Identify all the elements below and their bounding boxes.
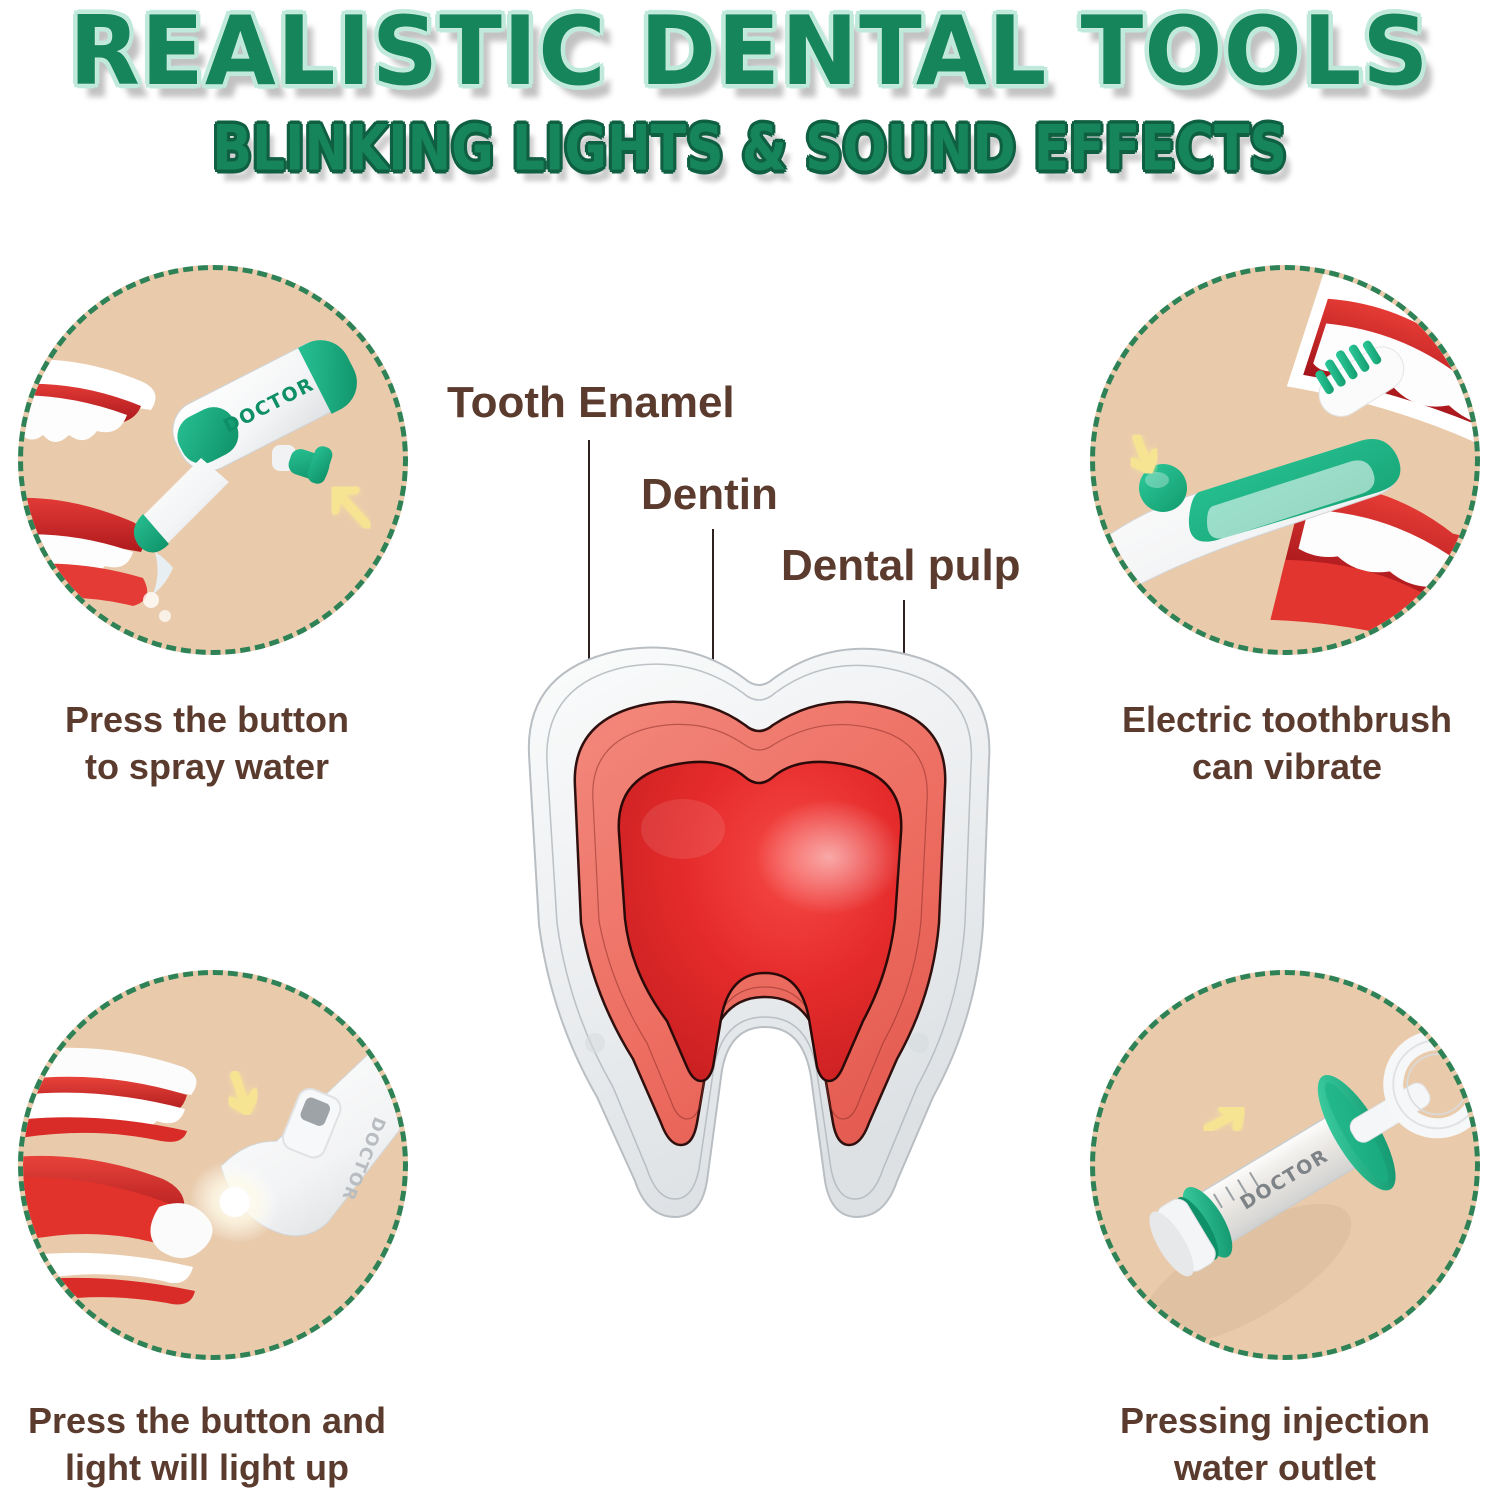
light-probe-tool: DOCTOR <box>189 1033 403 1243</box>
teeth-model-upper <box>23 1047 197 1142</box>
feature-circle-electric-toothbrush <box>1090 265 1480 655</box>
caption-line-2: water outlet <box>1173 1446 1377 1488</box>
teeth-model-lower <box>23 497 148 606</box>
teeth-model-lower <box>23 1155 213 1306</box>
caption-line-1: Press the button and <box>27 1400 387 1441</box>
leader-line-enamel <box>588 440 590 750</box>
caption-line-2: light will light up <box>65 1446 349 1488</box>
tooth-label-pulp: Dental pulp <box>781 541 1021 590</box>
caption-line-2: can vibrate <box>1191 745 1383 787</box>
caption-line-1: Pressing injection <box>1119 1400 1431 1441</box>
syringe-tool: DOCTOR <box>1149 1030 1475 1277</box>
feature-photo-electric-toothbrush <box>1095 270 1475 650</box>
yellow-arrow-icon <box>226 1070 260 1116</box>
feature-photo-light-up: DOCTOR <box>23 975 403 1355</box>
page-title: REALISTIC DENTAL TOOLS <box>68 0 1431 108</box>
tooth-label-enamel: Tooth Enamel <box>447 378 735 427</box>
tooth-cross-section-diagram <box>477 625 1037 1265</box>
feature-photo-spray-water: DOCTOR <box>23 270 403 650</box>
tooth-label-dentin: Dentin <box>641 470 778 519</box>
tooth-layer-pulp <box>617 760 903 1083</box>
caption-line-1: Press the button <box>64 699 350 740</box>
spray-button <box>272 445 333 484</box>
header: REALISTIC DENTAL TOOLS BLINKING LIGHTS &… <box>0 0 1499 205</box>
page-subtitle: BLINKING LIGHTS & SOUND EFFECTS <box>211 110 1288 186</box>
brush-head <box>1315 340 1405 417</box>
caption-light-up: Press the button and light will light up <box>0 1398 422 1492</box>
caption-line-1: Electric toothbrush <box>1121 699 1453 740</box>
caption-spray-water: Press the button to spray water <box>0 697 422 791</box>
yellow-arrow-icon <box>330 485 372 530</box>
leader-line-dentin <box>712 529 714 756</box>
sprayer-nozzle <box>133 458 229 622</box>
caption-injection: Pressing injection water outlet <box>1060 1398 1490 1492</box>
electric-toothbrush-tool <box>1104 439 1401 593</box>
feature-circle-spray-water: DOCTOR <box>18 265 408 655</box>
teeth-model-upper <box>23 359 156 442</box>
feature-photo-injection: DOCTOR <box>1095 975 1475 1355</box>
feature-circle-light-up: DOCTOR <box>18 970 408 1360</box>
water-sprayer-tool: DOCTOR <box>172 340 357 472</box>
yellow-arrow-icon <box>1202 1104 1246 1134</box>
toothbrush-power-button <box>1139 464 1187 512</box>
caption-line-2: to spray water <box>84 745 330 787</box>
feature-circle-injection: DOCTOR <box>1090 970 1480 1360</box>
syringe-nozzle-collar <box>1149 1187 1233 1277</box>
yellow-arrow-icon <box>1128 433 1160 475</box>
caption-electric-toothbrush: Electric toothbrush can vibrate <box>1072 697 1499 791</box>
